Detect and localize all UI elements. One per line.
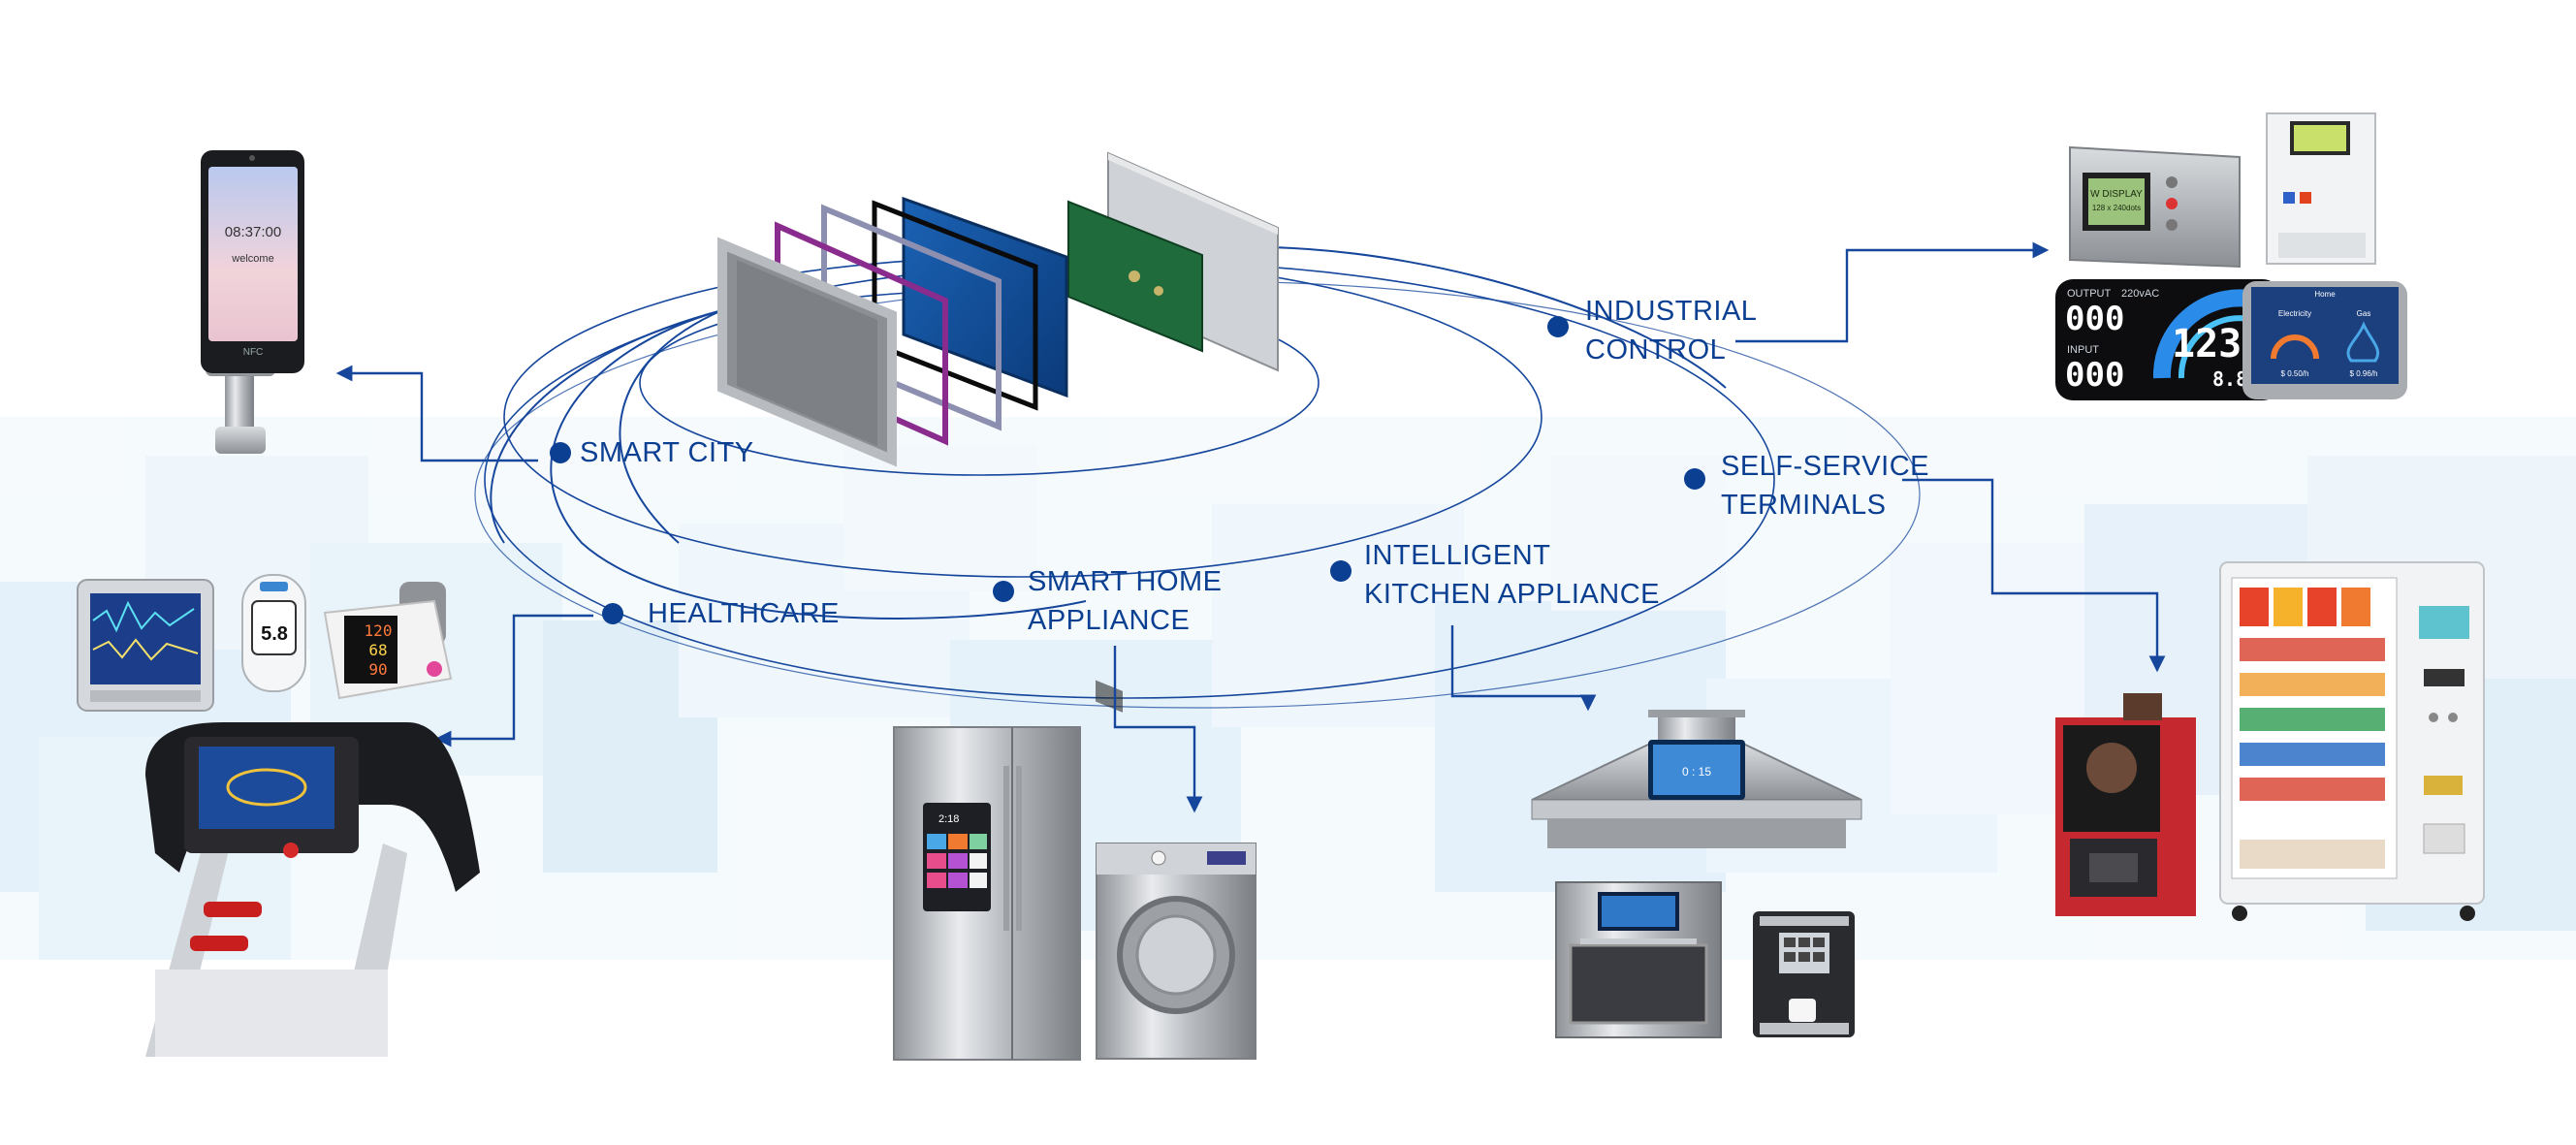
label-smart-city-text: SMART CITY — [580, 437, 754, 468]
electric-meter — [2266, 112, 2376, 265]
bp-systolic: 120 — [365, 621, 393, 640]
energy-title: Home — [2314, 290, 2336, 299]
label-smart-home: SMART HOME APPLIANCE — [1028, 562, 1223, 640]
connector-lines — [335, 241, 2166, 813]
energy-display — [2242, 281, 2407, 399]
label-kitchen-appliance: INTELLIGENT KITCHEN APPLIANCE — [1364, 536, 1660, 614]
vending-machine — [2219, 561, 2485, 921]
label-self-service: SELF-SERVICE TERMINALS — [1721, 447, 1929, 525]
blood-pressure-monitor — [323, 582, 453, 700]
label-smart-home-line1: SMART HOME — [1028, 566, 1223, 597]
range-hood — [1531, 710, 1862, 848]
label-kitchen-line1: INTELLIGENT — [1364, 540, 1551, 571]
label-healthcare-text: HEALTHCARE — [648, 598, 840, 629]
orbit-swoosh — [490, 246, 1727, 620]
meter-display-text-1: W DISPLAY — [2090, 189, 2143, 200]
label-self-service-line2: TERMINALS — [1721, 490, 1887, 521]
label-industrial-control-line1: INDUSTRIAL — [1585, 296, 1758, 327]
glucose-value: 5.8 — [261, 623, 288, 645]
label-smart-home-line2: APPLIANCE — [1028, 605, 1191, 636]
label-healthcare: HEALTHCARE — [648, 594, 840, 633]
label-self-service-line1: SELF-SERVICE — [1721, 451, 1929, 482]
bp-diastolic: 68 — [368, 641, 387, 659]
glucose-meter — [241, 574, 306, 692]
smart-oven — [1555, 881, 1722, 1038]
treadmill — [145, 722, 480, 1057]
hood-display: 0 : 15 — [1682, 765, 1711, 779]
coffee-machine — [1753, 911, 1855, 1037]
display-module-exploded — [717, 151, 1279, 713]
face-terminal-time: 08:37:00 — [225, 224, 281, 240]
energy-electricity-value: $ 0.50/h — [2281, 369, 2309, 378]
segment-lcd-panel — [2055, 279, 2280, 400]
energy-electricity-label: Electricity — [2278, 309, 2311, 318]
fridge-time: 2:18 — [938, 813, 959, 825]
face-terminal-nfc: NFC — [243, 347, 264, 358]
label-smart-city: SMART CITY — [580, 433, 754, 472]
lcd-input-label: INPUT — [2067, 344, 2099, 356]
face-recognition-terminal — [201, 150, 304, 454]
bp-pulse: 90 — [368, 660, 387, 679]
lcd-small-number: 8.8 — [2212, 367, 2247, 391]
lcd-big-number: 123 — [2172, 322, 2242, 366]
energy-gas-value: $ 0.96/h — [2350, 369, 2378, 378]
label-industrial-control-line2: CONTROL — [1585, 334, 1727, 366]
washing-machine — [1096, 843, 1256, 1060]
label-dots — [550, 316, 1705, 624]
lcd-digits-input: 000 — [2065, 356, 2124, 395]
label-kitchen-line2: KITCHEN APPLIANCE — [1364, 579, 1661, 610]
panel-meter — [2069, 145, 2241, 269]
coffee-kiosk — [2055, 693, 2196, 916]
label-industrial-control: INDUSTRIAL CONTROL — [1585, 292, 1757, 369]
meter-display-text-2: 128 x 240dots — [2092, 204, 2141, 212]
face-terminal-welcome: welcome — [231, 253, 273, 265]
lcd-voltage: 220vAC — [2121, 288, 2159, 300]
lcd-output-label: OUTPUT — [2067, 288, 2112, 300]
patient-monitor — [77, 579, 214, 712]
lcd-digits-output: 000 — [2065, 300, 2124, 338]
smart-fridge — [893, 726, 1081, 1061]
energy-gas-label: Gas — [2357, 309, 2371, 318]
